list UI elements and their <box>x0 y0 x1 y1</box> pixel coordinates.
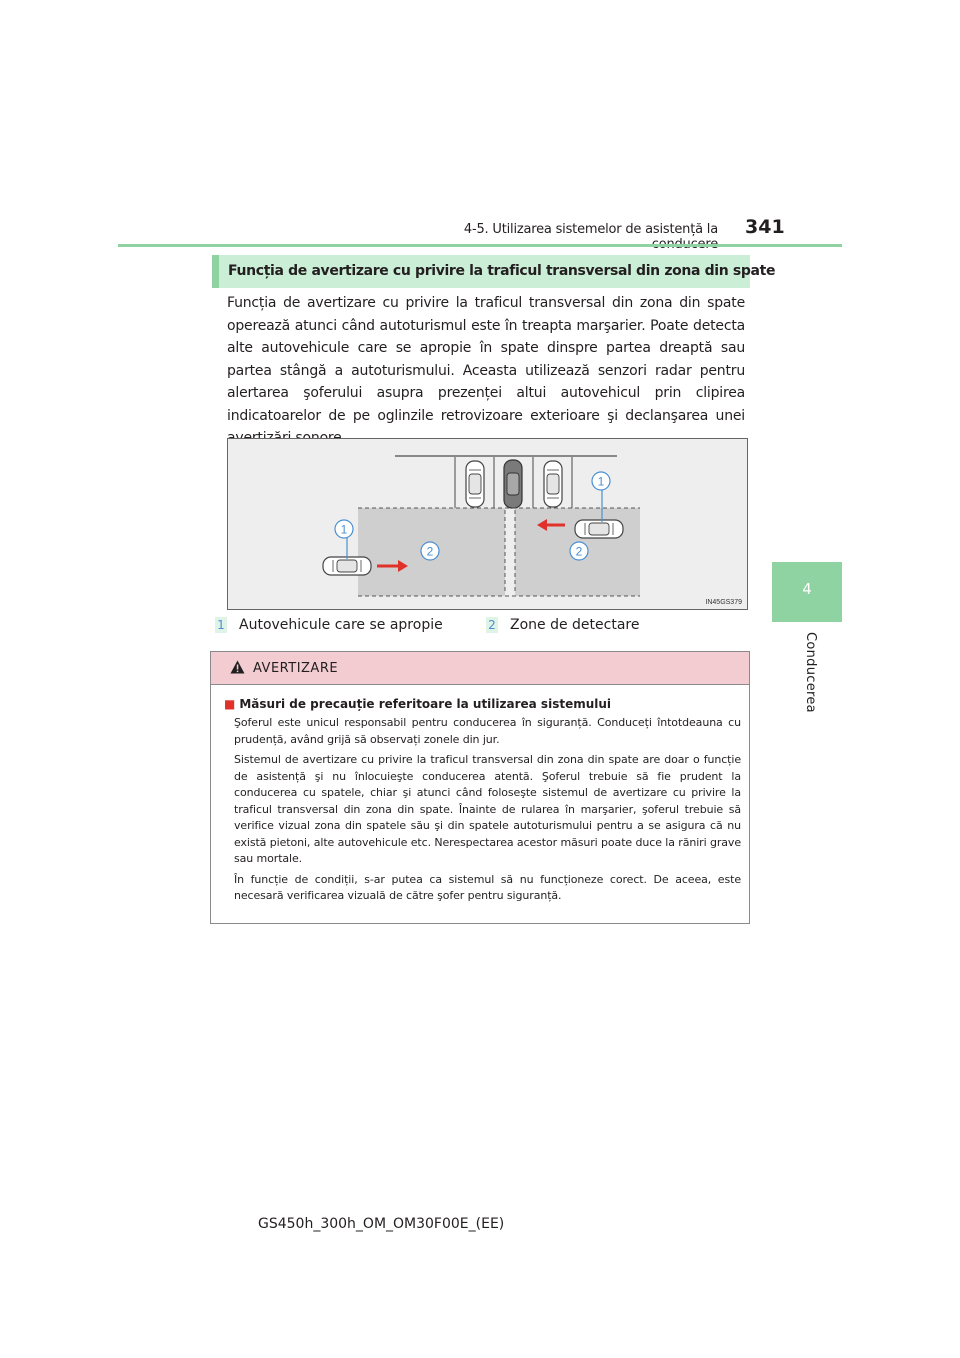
body-paragraph: Funcția de avertizare cu privire la traf… <box>227 295 745 446</box>
caption-item-2: 2 Zone de detectare <box>486 617 639 633</box>
callout-1-left <box>334 519 354 539</box>
section-heading: Funcția de avertizare cu privire la traf… <box>212 255 775 288</box>
parking-diagram: 1 1 2 2 IN45GS379 <box>227 438 748 610</box>
warning-header: AVERTIZARE <box>211 652 749 685</box>
caption-num-1: 1 <box>215 617 227 633</box>
caption-text-2: Zone de detectare <box>510 617 640 633</box>
callout-1-left-label: 1 <box>341 523 348 537</box>
caption-text-1: Autovehicule care se apropie <box>239 617 443 633</box>
callout-2-left <box>420 541 440 561</box>
warning-box: AVERTIZARE ■Măsuri de precauție referito… <box>210 651 750 924</box>
warning-content: ■Măsuri de precauție referitoare la util… <box>211 685 749 905</box>
header-section-title: 4-5. Utilizarea sistemelor de asistență … <box>463 222 718 252</box>
caption-item-1: 1 Autovehicule care se apropie <box>215 617 443 633</box>
header-rule <box>118 244 842 247</box>
warning-paragraph-1: Şoferul este unicul responsabil pentru c… <box>234 716 741 746</box>
chapter-label: Conducerea <box>803 632 818 713</box>
red-square-bullet-icon: ■ <box>224 697 236 711</box>
warning-title: AVERTIZARE <box>253 660 339 676</box>
warning-triangle-icon <box>230 659 245 678</box>
warning-subtitle-row: ■Măsuri de precauție referitoare la util… <box>224 697 741 711</box>
warning-subtitle: Măsuri de precauție referitoare la utili… <box>239 697 612 711</box>
callout-2-right-label: 2 <box>576 545 583 559</box>
diagram-code: IN45GS379 <box>705 599 742 606</box>
parking-diagram-svg: 1 1 2 2 IN45GS379 <box>227 438 748 610</box>
callout-2-left-label: 2 <box>427 545 434 559</box>
footer-document-code: GS450h_300h_OM_OM30F00E_(EE) <box>258 1216 505 1232</box>
callout-1-right-label: 1 <box>598 475 605 489</box>
callout-2-right <box>569 541 589 561</box>
caption-num-2: 2 <box>486 617 498 633</box>
chapter-tab[interactable]: 4 <box>772 562 842 622</box>
warning-paragraph-3: În funcție de condiții, s-ar putea ca si… <box>234 872 741 903</box>
callout-1-right <box>591 471 611 491</box>
page-number: 341 <box>745 216 785 238</box>
warning-paragraph-2: Sistemul de avertizare cu privire la tra… <box>234 753 741 865</box>
